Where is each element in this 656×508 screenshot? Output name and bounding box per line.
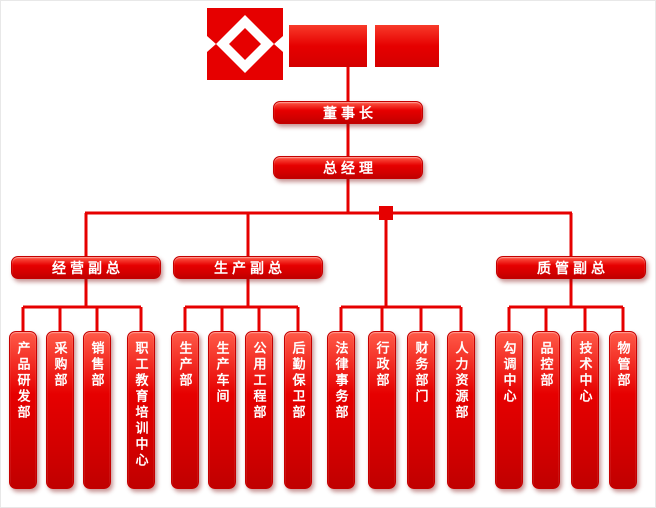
department-label: 法律事务部 — [333, 341, 349, 421]
deputy-label: 生产副总 — [214, 259, 286, 276]
department-label: 物管部 — [615, 341, 631, 389]
department-box: 行政部 — [368, 331, 396, 489]
department-box: 品控部 — [532, 331, 560, 489]
department-label: 职工教育培训中心 — [133, 341, 149, 469]
department-label: 财务部门 — [413, 341, 429, 405]
company-name-block — [375, 25, 439, 67]
department-label: 生产部 — [177, 341, 193, 389]
department-box: 销售部 — [83, 331, 111, 489]
chairman-label: 董事长 — [323, 104, 377, 121]
department-label: 技术中心 — [577, 341, 593, 405]
company-logo-icon — [207, 8, 283, 80]
department-box: 后勤保卫部 — [284, 331, 312, 489]
department-box: 财务部门 — [407, 331, 435, 489]
department-box: 采购部 — [46, 331, 74, 489]
department-label: 人力资源部 — [453, 341, 469, 421]
deputy-box-quality: 质管副总 — [496, 256, 646, 279]
department-label: 采购部 — [52, 341, 68, 389]
department-box: 公用工程部 — [245, 331, 273, 489]
department-box: 勾调中心 — [495, 331, 523, 489]
department-label: 销售部 — [89, 341, 105, 389]
junction-node — [379, 206, 393, 220]
department-label: 公用工程部 — [251, 341, 267, 421]
deputy-box-production: 生产副总 — [173, 256, 323, 279]
deputy-box-operations: 经营副总 — [11, 256, 161, 279]
deputy-label: 经营副总 — [52, 259, 124, 276]
department-label: 勾调中心 — [501, 341, 517, 405]
department-box: 物管部 — [609, 331, 637, 489]
deputy-label: 质管副总 — [537, 259, 609, 276]
department-box: 生产车间 — [208, 331, 236, 489]
department-label: 生产车间 — [214, 341, 230, 405]
department-box: 法律事务部 — [327, 331, 355, 489]
general-manager-label: 总经理 — [323, 159, 377, 176]
department-label: 后勤保卫部 — [290, 341, 306, 421]
department-box: 产品研发部 — [9, 331, 37, 489]
department-label: 品控部 — [538, 341, 554, 389]
department-box: 生产部 — [171, 331, 199, 489]
department-box: 技术中心 — [571, 331, 599, 489]
department-box: 人力资源部 — [447, 331, 475, 489]
general-manager-box: 总经理 — [273, 156, 423, 179]
department-box: 职工教育培训中心 — [127, 331, 155, 489]
department-label: 产品研发部 — [15, 341, 31, 421]
chairman-box: 董事长 — [273, 101, 423, 124]
department-label: 行政部 — [374, 341, 390, 389]
company-name-block — [289, 25, 367, 67]
